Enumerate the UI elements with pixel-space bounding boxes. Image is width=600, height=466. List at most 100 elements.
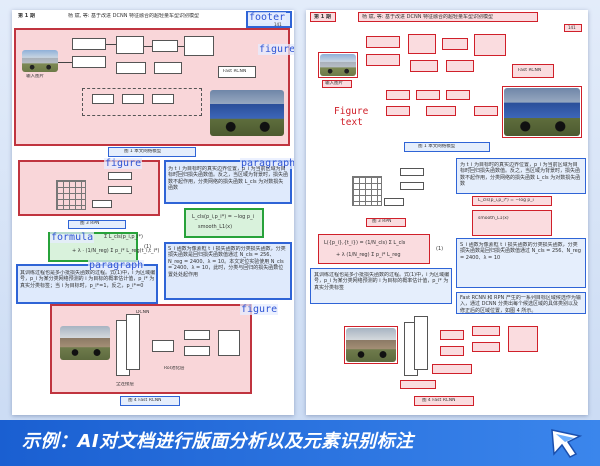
journal-page: 141 xyxy=(568,25,576,30)
diagram-block xyxy=(152,40,178,52)
dcnn-label: DCNN xyxy=(136,310,150,315)
diagram-block xyxy=(72,38,106,50)
diagram-block xyxy=(152,340,174,352)
footer-label: footer xyxy=(248,12,287,23)
input-label: 输入图片 xyxy=(325,81,343,86)
element-box xyxy=(564,24,582,32)
diagram-block xyxy=(218,330,240,356)
diagram-block xyxy=(384,198,404,206)
paragraph-text: 其训练过程也是多小批损失函数的过程。式(1)中，i 为区域编号，p_i 为某分类… xyxy=(314,272,450,291)
diagram-block xyxy=(116,36,144,54)
formula-text: + λ (1/N_reg) Σ p_i* L_reg xyxy=(336,252,401,258)
element-box xyxy=(366,54,400,66)
paragraph-label: paragraph xyxy=(240,158,294,169)
element-box xyxy=(472,196,552,206)
paragraph-region xyxy=(164,160,292,204)
element-box xyxy=(386,106,410,116)
diagram-block xyxy=(184,36,214,56)
figure-region xyxy=(18,160,160,216)
formula-text: L_cls(p_i,p_i*) = −log p_i xyxy=(192,214,254,220)
formula-text: + λ · (1/N_reg) Σ p_i* L_reg(t_i,t_i*) xyxy=(72,248,160,254)
formula-text: L({p_i},{t_i}) = (1/N_cls) Σ L_cls xyxy=(324,240,406,246)
running-title: 杨 斌, 等: 基于改进 DCNN 特征融合的超轻量车型识别模型 xyxy=(362,14,494,20)
element-box xyxy=(512,64,554,78)
paragraph-text: S_i 函数为像素框 t_i 损失函数的分类损失函数，分类损失函数是回归损失函数… xyxy=(168,246,286,278)
conv-stack xyxy=(126,314,140,370)
element-box xyxy=(472,210,552,236)
element-box xyxy=(408,34,436,54)
element-box xyxy=(366,36,400,48)
element-box xyxy=(366,218,406,227)
feature-grid xyxy=(352,176,382,206)
element-box xyxy=(386,90,410,100)
diagram-block xyxy=(400,168,424,176)
element-box xyxy=(318,234,430,264)
element-box xyxy=(446,60,474,72)
equation-number: (1) xyxy=(436,246,444,252)
formula-label: formula xyxy=(50,232,95,243)
element-box xyxy=(442,38,468,50)
element-box xyxy=(440,346,464,356)
diagram-block xyxy=(92,94,114,104)
element-box xyxy=(344,326,398,364)
diagram-block xyxy=(92,200,112,208)
arrow xyxy=(58,62,72,63)
diagram-block xyxy=(72,56,106,68)
formula-text: Σ L_cls(p_i,p_i*) xyxy=(104,234,143,240)
figure-1-caption: 图 1 本文网络模型 xyxy=(418,144,456,149)
element-box xyxy=(472,342,500,352)
element-box xyxy=(474,34,506,56)
figure-4-caption: 图 4 Fast RCNN xyxy=(422,398,456,403)
figure-label: figure xyxy=(258,44,294,55)
paragraph-text: 为 t_i 为目标时的真实边界位置，p_i 为当前区域为目标时回归损失函数值。反… xyxy=(460,162,581,188)
diagram-block xyxy=(152,94,174,104)
element-box xyxy=(416,90,440,100)
caption-region xyxy=(108,147,196,157)
element-box xyxy=(322,80,352,88)
diagram-block xyxy=(184,346,210,356)
caption-region xyxy=(120,396,180,406)
element-box xyxy=(508,326,538,352)
page-number: 第 1 期 xyxy=(314,14,331,20)
paragraph-text: 为 t_i 为目标时的真实边界位置，p_i 为当前区域为目标时回归损失函数值。反… xyxy=(168,166,288,192)
diagram-block xyxy=(108,186,132,194)
element-box xyxy=(472,326,500,336)
feature-grid xyxy=(56,180,86,210)
feature-fusion-area xyxy=(82,88,202,116)
paragraph-region xyxy=(310,268,452,304)
figure-1-caption: 图 1 本文网络模型 xyxy=(124,149,162,154)
figure-text-label: Figure xyxy=(334,106,369,117)
figure-text-label: text xyxy=(340,117,363,128)
equation-number: (1) xyxy=(144,244,152,250)
figure-3-caption: 图 3 RPN xyxy=(80,221,100,226)
fast-rcnn-label: Fast RCNN xyxy=(223,69,247,74)
element-box xyxy=(414,396,474,406)
page-number: 第 1 期 xyxy=(18,13,35,19)
running-title: 杨 斌, 等: 基于改进 DCNN 特征融合的超轻量车型识别模型 xyxy=(68,13,200,19)
arrow xyxy=(178,46,184,47)
paragraph-text: S_i 函数为像素框 t_i 损失函数的分类损失函数，分类损失函数是回归损失函数… xyxy=(460,242,581,261)
arrow-cursor-icon xyxy=(551,429,583,458)
figure-label: figure xyxy=(104,158,143,169)
fast-rcnn-block xyxy=(218,66,256,78)
element-box xyxy=(432,364,472,374)
element-box xyxy=(358,12,538,22)
left-document-page: 第 1 期 杨 斌, 等: 基于改进 DCNN 特征融合的超轻量车型识别模型 f… xyxy=(12,10,294,415)
journal-page: 141 xyxy=(274,22,282,27)
element-box xyxy=(426,106,456,116)
paragraph-region xyxy=(164,242,292,300)
element-box xyxy=(400,380,436,389)
output-car-image xyxy=(210,90,284,136)
paragraph-text: 其训练过程也是多小批损失函数的过程。式(1)中，i 为区域编号，p_i 为某分类… xyxy=(20,270,156,289)
input-car-image xyxy=(22,50,58,72)
formula-region xyxy=(184,208,264,238)
diagram-block xyxy=(154,62,182,74)
roi-label: RoI池化层 xyxy=(164,366,185,371)
element-box xyxy=(440,330,464,340)
caption-banner: 示例：AI对文档进行版面分析以及元素识别标注 xyxy=(0,420,600,466)
element-box xyxy=(310,12,336,22)
diagram-block xyxy=(116,62,146,74)
figure-label: figure xyxy=(240,304,279,315)
input-car-image xyxy=(60,326,110,360)
